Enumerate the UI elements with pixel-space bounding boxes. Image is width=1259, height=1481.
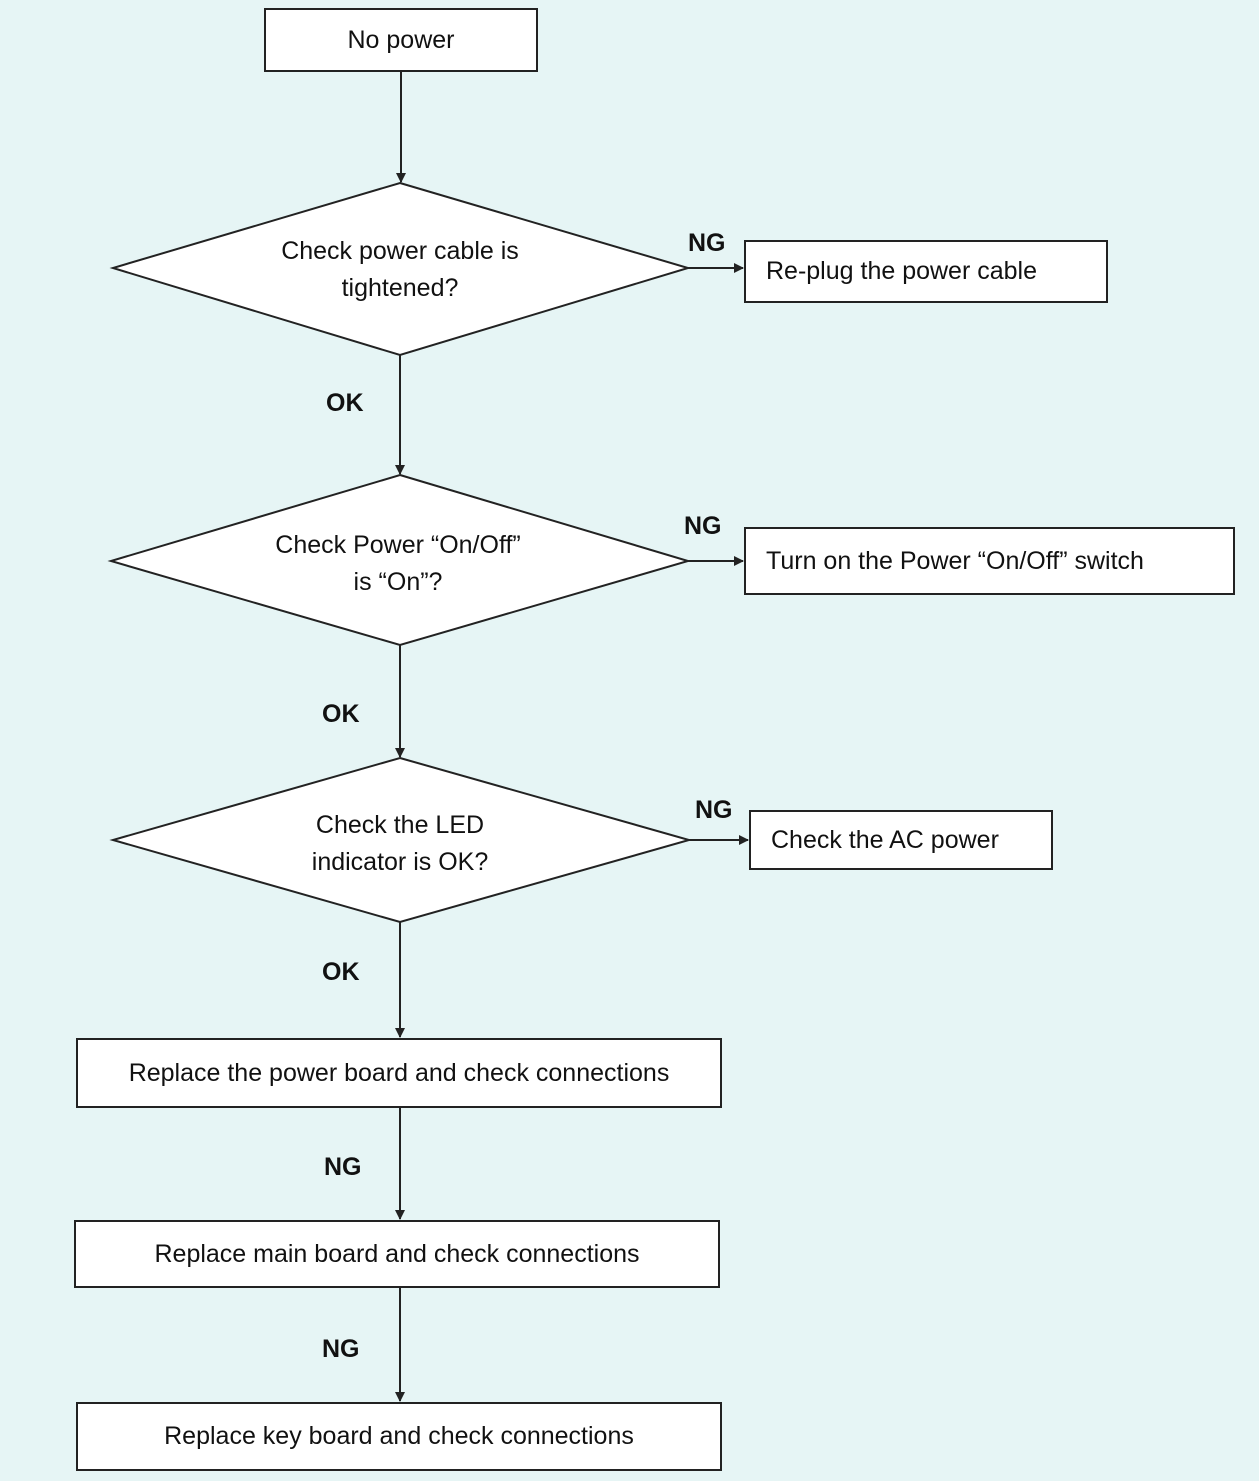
step-box-key-board: Replace key board and check connections — [76, 1402, 722, 1471]
ng-label-step2: NG — [322, 1335, 360, 1363]
decision-line1: Check the LED — [315, 811, 485, 839]
step-box-power-board: Replace the power board and check connec… — [76, 1038, 722, 1108]
step-box-main-board: Replace main board and check connections — [74, 1220, 720, 1288]
ng-label-d2: NG — [684, 512, 722, 540]
ng-label-d1: NG — [688, 229, 726, 257]
decision-line1: Check power cable is — [281, 237, 519, 265]
action-box-replug-cable: Re-plug the power cable — [744, 240, 1108, 303]
step-label: Replace main board and check connections — [154, 1239, 640, 1268]
action-box-check-ac-power: Check the AC power — [749, 810, 1053, 870]
action-label: Turn on the Power “On/Off” switch — [766, 546, 1144, 575]
decision-text-power-switch: Check Power “On/Off” is “On”? — [248, 527, 548, 601]
ok-label-d3: OK — [322, 958, 360, 986]
decision-text-led: Check the LED indicator is OK? — [250, 807, 550, 881]
step-label: Replace key board and check connections — [164, 1422, 634, 1450]
action-box-turn-on-switch: Turn on the Power “On/Off” switch — [744, 527, 1235, 595]
ng-label-step1: NG — [324, 1153, 362, 1181]
step-label: Replace the power board and check connec… — [128, 1058, 670, 1087]
ok-label-d2: OK — [322, 700, 360, 728]
decision-line2: indicator is OK? — [311, 848, 489, 876]
action-label: Check the AC power — [771, 825, 999, 854]
start-label: No power — [347, 25, 455, 54]
decision-line2: is “On”? — [353, 568, 443, 596]
decision-line1: Check Power “On/Off” — [275, 531, 521, 559]
start-box: No power — [264, 8, 538, 72]
ok-label-d1: OK — [326, 389, 364, 417]
decision-text-power-cable: Check power cable is tightened? — [250, 233, 550, 307]
action-label: Re-plug the power cable — [766, 257, 1037, 285]
ng-label-d3: NG — [695, 796, 733, 824]
decision-line2: tightened? — [341, 274, 459, 302]
